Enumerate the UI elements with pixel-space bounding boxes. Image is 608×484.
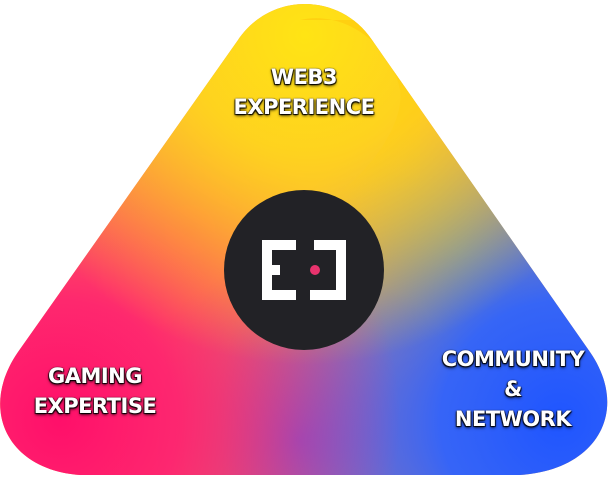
node-label-line: EXPERIENCE [233, 95, 375, 119]
logo-dot [310, 265, 320, 275]
node-label-line: WEB3 [270, 65, 338, 89]
node-label-line: COMMUNITY [441, 347, 585, 371]
node-label-line: GAMING [47, 364, 143, 388]
node-gaming-expertise: GAMING EXPERTISE [0, 361, 190, 421]
node-web3-experience: WEB3 EXPERIENCE [204, 62, 404, 122]
node-label-line: & [504, 377, 522, 401]
ej-logo-icon [262, 240, 346, 300]
node-label-line: NETWORK [454, 407, 572, 431]
node-label-line: EXPERTISE [33, 394, 157, 418]
node-community-network: COMMUNITY & NETWORK [418, 344, 608, 434]
center-logo [224, 190, 384, 350]
logo-circle [224, 190, 384, 350]
